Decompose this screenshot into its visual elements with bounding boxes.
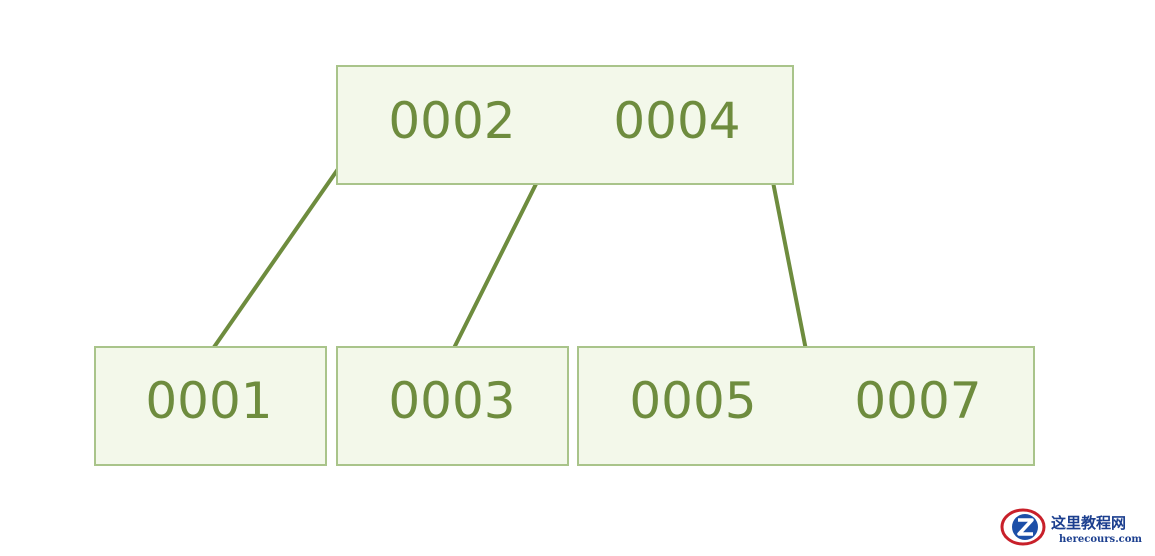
site-watermark: 这里教程网 herecours.com — [999, 504, 1149, 552]
leaf-key: 0005 — [629, 372, 757, 430]
leaf-key: 0001 — [145, 372, 273, 430]
root-key: 0002 — [388, 92, 516, 150]
leaf-node — [577, 346, 1035, 466]
leaf-key: 0007 — [854, 372, 982, 430]
root-key: 0004 — [613, 92, 741, 150]
leaf-key: 0003 — [388, 372, 516, 430]
leaf-node — [336, 346, 569, 466]
root-node — [336, 65, 794, 185]
watermark-url: herecours.com — [1059, 534, 1143, 545]
leaf-node — [94, 346, 327, 466]
z-logo-icon — [1000, 508, 1046, 546]
watermark-title: 这里教程网 — [1051, 514, 1127, 532]
